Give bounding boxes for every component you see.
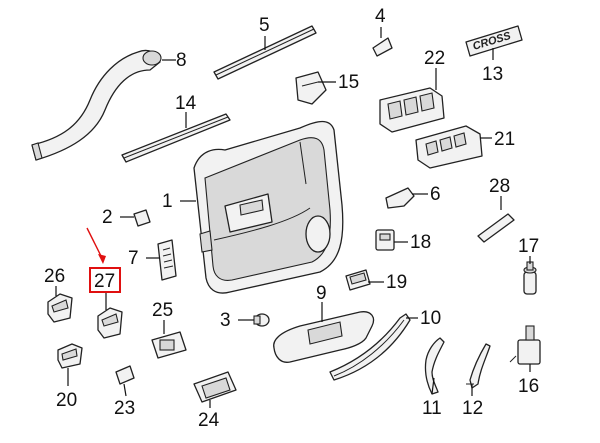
label-9: 9 (316, 283, 327, 304)
label-27: 27 (94, 271, 115, 292)
part-5-upper-molding (213, 25, 317, 80)
part-26-switch (47, 293, 73, 323)
part-2-clip (133, 209, 151, 227)
part-20-switch (57, 343, 83, 369)
label-10: 10 (420, 308, 441, 329)
part-7-grille (157, 239, 177, 281)
part-13-badge: CROSS (465, 25, 523, 57)
label-16: 16 (518, 376, 539, 397)
part-12-trim (466, 343, 491, 389)
label-19: 19 (386, 272, 407, 293)
part-18-connector (375, 229, 395, 251)
leader-lines (55, 27, 531, 408)
label-11: 11 (422, 398, 442, 419)
label-24: 24 (198, 410, 220, 431)
label-3: 3 (220, 310, 231, 331)
part-19-switch (345, 269, 371, 291)
label-28: 28 (489, 176, 510, 197)
part-4-clip (372, 37, 393, 57)
part-27-switch (97, 307, 123, 339)
part-1-door-panel (193, 120, 344, 294)
part-21-window-switch (415, 125, 483, 169)
highlight-27 (86, 227, 121, 293)
callout-labels: 8 5 4 15 14 22 13 21 1 6 28 2 7 18 17 19… (44, 6, 539, 431)
part-8-trim-strip (31, 49, 162, 161)
part-9-armrest-bezel (273, 311, 375, 363)
part-17-pin (523, 261, 537, 295)
part-6-handle (385, 187, 415, 209)
label-26: 26 (44, 266, 65, 287)
part-24-bezel (193, 371, 237, 403)
part-14-belt-molding (121, 113, 231, 163)
part-22-switch-bezel (379, 87, 445, 133)
part-23-clip (115, 365, 135, 385)
part-11-trim (424, 337, 445, 395)
part-16-latch (509, 325, 541, 365)
label-8: 8 (176, 50, 187, 71)
label-13: 13 (482, 64, 503, 85)
label-12: 12 (462, 398, 483, 419)
label-1: 1 (162, 191, 173, 212)
label-18: 18 (410, 232, 431, 253)
label-22: 22 (424, 48, 445, 69)
label-6: 6 (430, 184, 441, 205)
part-25-switch (151, 331, 187, 359)
label-2: 2 (102, 207, 113, 228)
part-10-weatherstrip (329, 313, 411, 381)
label-25: 25 (152, 300, 173, 321)
label-21: 21 (494, 129, 515, 150)
label-14: 14 (175, 93, 197, 114)
label-23: 23 (114, 398, 135, 419)
label-5: 5 (259, 15, 270, 36)
label-4: 4 (375, 6, 386, 27)
label-7: 7 (128, 248, 139, 269)
highlight-box (89, 267, 121, 293)
part-3-screw (253, 313, 270, 327)
label-15: 15 (338, 72, 359, 93)
label-20: 20 (56, 390, 77, 411)
label-17: 17 (518, 236, 539, 257)
part-28-pull-cup (477, 213, 515, 243)
part-15-bracket (295, 71, 327, 105)
